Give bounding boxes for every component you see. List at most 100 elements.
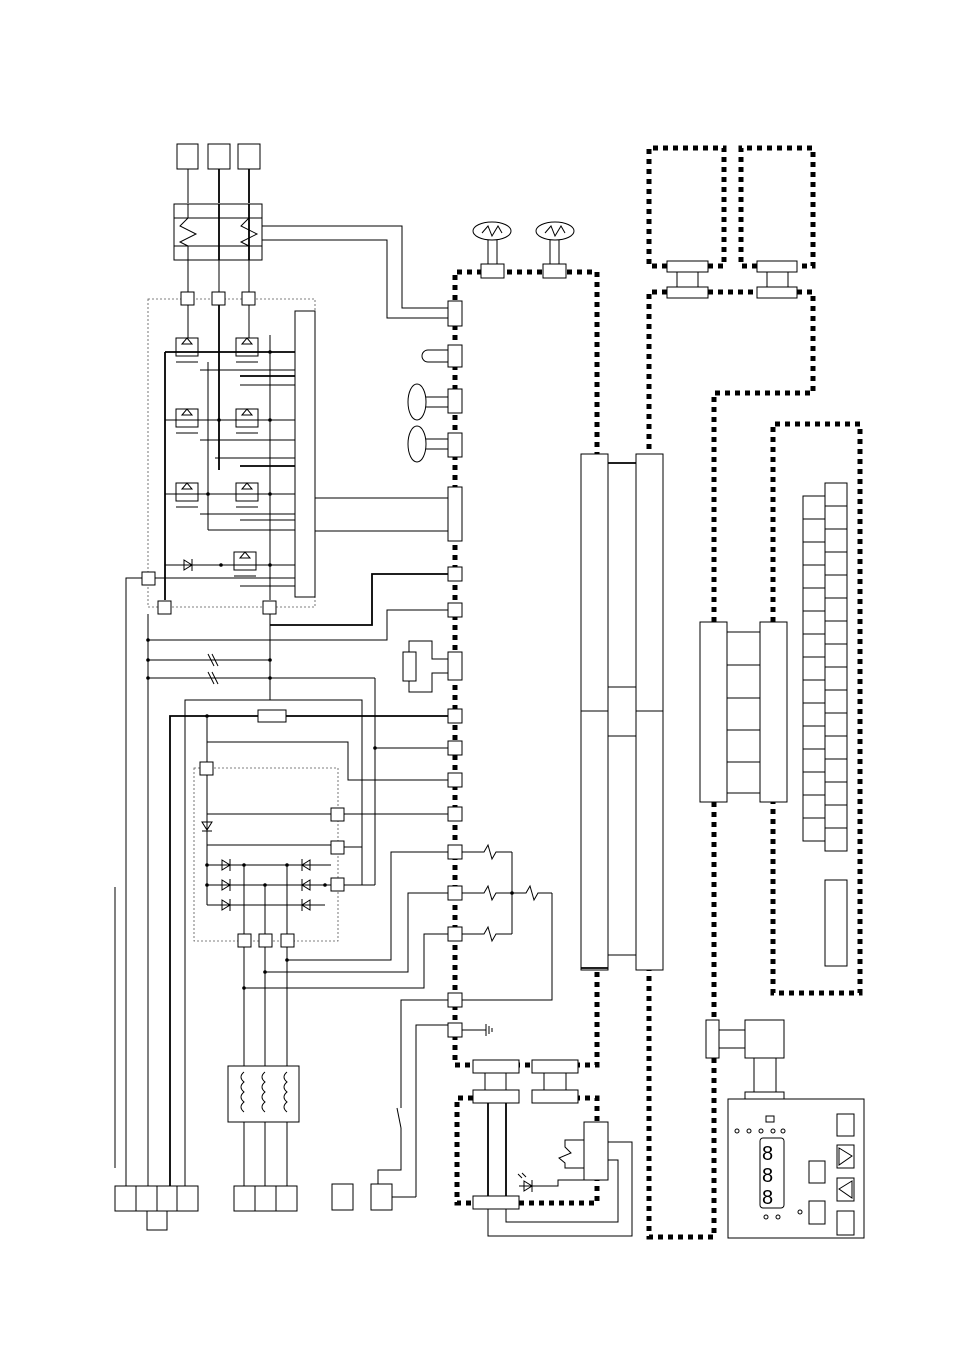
lamp-icon	[422, 350, 448, 362]
connector	[757, 261, 797, 272]
svg-text:8: 8	[762, 1187, 773, 1209]
keypad-key	[825, 506, 847, 529]
keypad-board	[700, 424, 860, 1020]
fuse-icon	[512, 886, 552, 900]
aux-transformer	[228, 1066, 299, 1186]
fuse-icon	[559, 1140, 584, 1168]
sub-board	[457, 1098, 632, 1236]
ground-terminal	[147, 1211, 167, 1230]
igbt-icon	[176, 483, 198, 507]
connector	[448, 993, 462, 1007]
connector	[667, 287, 708, 298]
keypad-key	[825, 575, 847, 598]
keypad-key	[825, 713, 847, 736]
keypad-key	[825, 805, 847, 828]
fuse-icon	[462, 845, 512, 859]
keypad-key	[803, 519, 825, 542]
output-terminal	[136, 1186, 157, 1211]
fuse-icon	[462, 886, 512, 900]
control-board-harness	[373, 222, 597, 1103]
keypad-key	[803, 795, 825, 818]
keypad-key	[825, 598, 847, 621]
connector	[448, 389, 462, 413]
module-terminal	[181, 292, 194, 305]
igbt-icon	[236, 409, 258, 433]
module-terminal	[158, 601, 171, 614]
panel-button	[809, 1161, 825, 1183]
inductor-icon	[284, 1072, 287, 1112]
button-grid	[803, 483, 847, 851]
igbt-icon	[176, 409, 198, 433]
keypad-key	[825, 644, 847, 667]
connector	[473, 1090, 519, 1103]
ribbon-connector	[760, 622, 787, 802]
keypad-key	[803, 726, 825, 749]
input-terminal-1	[177, 144, 198, 169]
keypad-key	[825, 759, 847, 782]
driver-board	[295, 311, 315, 597]
keypad-key	[825, 667, 847, 690]
module-terminal	[259, 934, 272, 947]
aux-terminal	[276, 1186, 297, 1211]
top-right-modules	[649, 148, 813, 622]
sensor-icon	[408, 384, 426, 420]
connector	[532, 1090, 578, 1103]
output-terminal	[157, 1186, 177, 1211]
panel-button	[837, 1211, 854, 1235]
keypad-key	[803, 749, 825, 772]
module-terminal	[263, 601, 276, 614]
module-terminal	[238, 934, 251, 947]
keypad-key	[803, 611, 825, 634]
ribbon-connector	[636, 454, 663, 970]
connector	[448, 886, 462, 900]
keypad-key	[803, 542, 825, 565]
keypad-key	[803, 496, 825, 519]
keypad-key	[803, 634, 825, 657]
connector	[532, 1060, 578, 1073]
sensor-icon	[408, 426, 426, 462]
connector	[448, 1023, 462, 1037]
panel-button	[809, 1201, 825, 1224]
module-terminal	[142, 572, 155, 585]
ribbon-connectors	[581, 454, 663, 970]
module-terminal	[331, 878, 344, 891]
inductor-icon	[262, 1072, 265, 1112]
connector	[448, 433, 462, 457]
arrow-button-icon	[837, 1145, 854, 1168]
connector	[448, 487, 462, 541]
fuse-icon	[462, 927, 512, 941]
keypad-key	[803, 588, 825, 611]
aux-terminal	[255, 1186, 276, 1211]
keypad-key	[803, 703, 825, 726]
input-terminals	[177, 144, 260, 203]
igbt-icon	[234, 552, 256, 576]
keypad-key	[803, 772, 825, 795]
relay-block	[584, 1122, 608, 1180]
connector	[667, 261, 708, 272]
connector	[757, 287, 797, 298]
switch-icon	[397, 1108, 401, 1128]
keypad-key	[825, 690, 847, 713]
igbt-icon	[236, 483, 258, 507]
connector	[448, 927, 462, 941]
svg-text:8: 8	[762, 1165, 773, 1187]
remote-terminal	[332, 1184, 353, 1210]
remote-terminal	[371, 1184, 392, 1210]
power-module	[142, 292, 448, 614]
module-terminal	[242, 292, 255, 305]
module-terminal	[212, 292, 225, 305]
connector	[448, 807, 462, 821]
connector	[448, 773, 462, 787]
keypad-key	[803, 657, 825, 680]
connector	[706, 1020, 719, 1058]
connector	[448, 301, 462, 326]
svg-text:8: 8	[762, 1143, 773, 1165]
arrow-button-icon	[837, 1178, 854, 1201]
connector	[448, 709, 462, 723]
aux-terminal	[234, 1186, 255, 1211]
keypad-key	[803, 565, 825, 588]
connector	[448, 845, 462, 859]
keypad-key	[825, 529, 847, 552]
aux-rectifier-module	[194, 714, 448, 1066]
